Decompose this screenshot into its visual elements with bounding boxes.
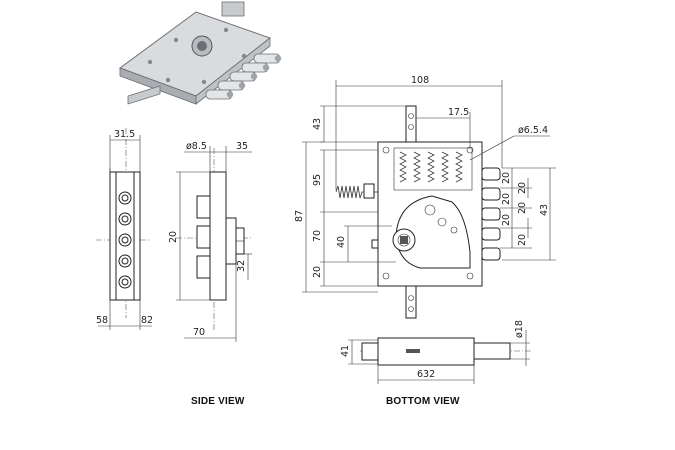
dim-18: ø18 (514, 320, 525, 338)
dim-70: 70 (312, 230, 323, 242)
bottom-view: 41 632 ø18 BOTTOM VIEW (340, 320, 532, 407)
dim-20-e: 20 (501, 214, 512, 226)
dim-32: 32 (236, 260, 247, 272)
dim-20-b: 20 (517, 182, 528, 194)
bottom-view-caption: BOTTOM VIEW (386, 396, 460, 407)
dim-20-f: 20 (517, 234, 528, 246)
dim-95: 95 (312, 174, 323, 186)
lock-body-view: 108 17.5 ø6.5.4 43 95 87 70 40 20 43 (294, 75, 556, 319)
dim-20-c: 20 (501, 193, 512, 205)
dim-43-top: 43 (312, 118, 323, 130)
dim-35: 35 (236, 141, 248, 152)
side-view: ø8.5 35 20 32 70 SIDE VIEW (168, 141, 252, 407)
dim-31-5: 31.5 (114, 129, 135, 140)
dim-43-right: 43 (539, 204, 550, 216)
dim-20-a: 20 (501, 172, 512, 184)
dim-82: 82 (141, 315, 153, 326)
dim-17-5: 17.5 (448, 107, 469, 118)
dim-6-5-4: ø6.5.4 (518, 125, 548, 136)
dim-70-side: 70 (193, 327, 205, 338)
dim-20-side: 20 (168, 231, 179, 243)
side-view-caption: SIDE VIEW (191, 396, 245, 407)
dim-8-5: ø8.5 (186, 141, 207, 152)
lock-isometric-image (118, 1, 282, 105)
dim-40: 40 (336, 236, 347, 248)
dim-41: 41 (340, 345, 351, 357)
dim-20-d: 20 (517, 202, 528, 214)
face-plate-view: 31.5 58 82 (96, 128, 153, 330)
dim-58: 58 (96, 315, 108, 326)
dim-20-left: 20 (312, 266, 323, 278)
dim-632: 632 (417, 369, 435, 380)
dim-108: 108 (411, 75, 429, 86)
dim-87: 87 (294, 210, 305, 222)
